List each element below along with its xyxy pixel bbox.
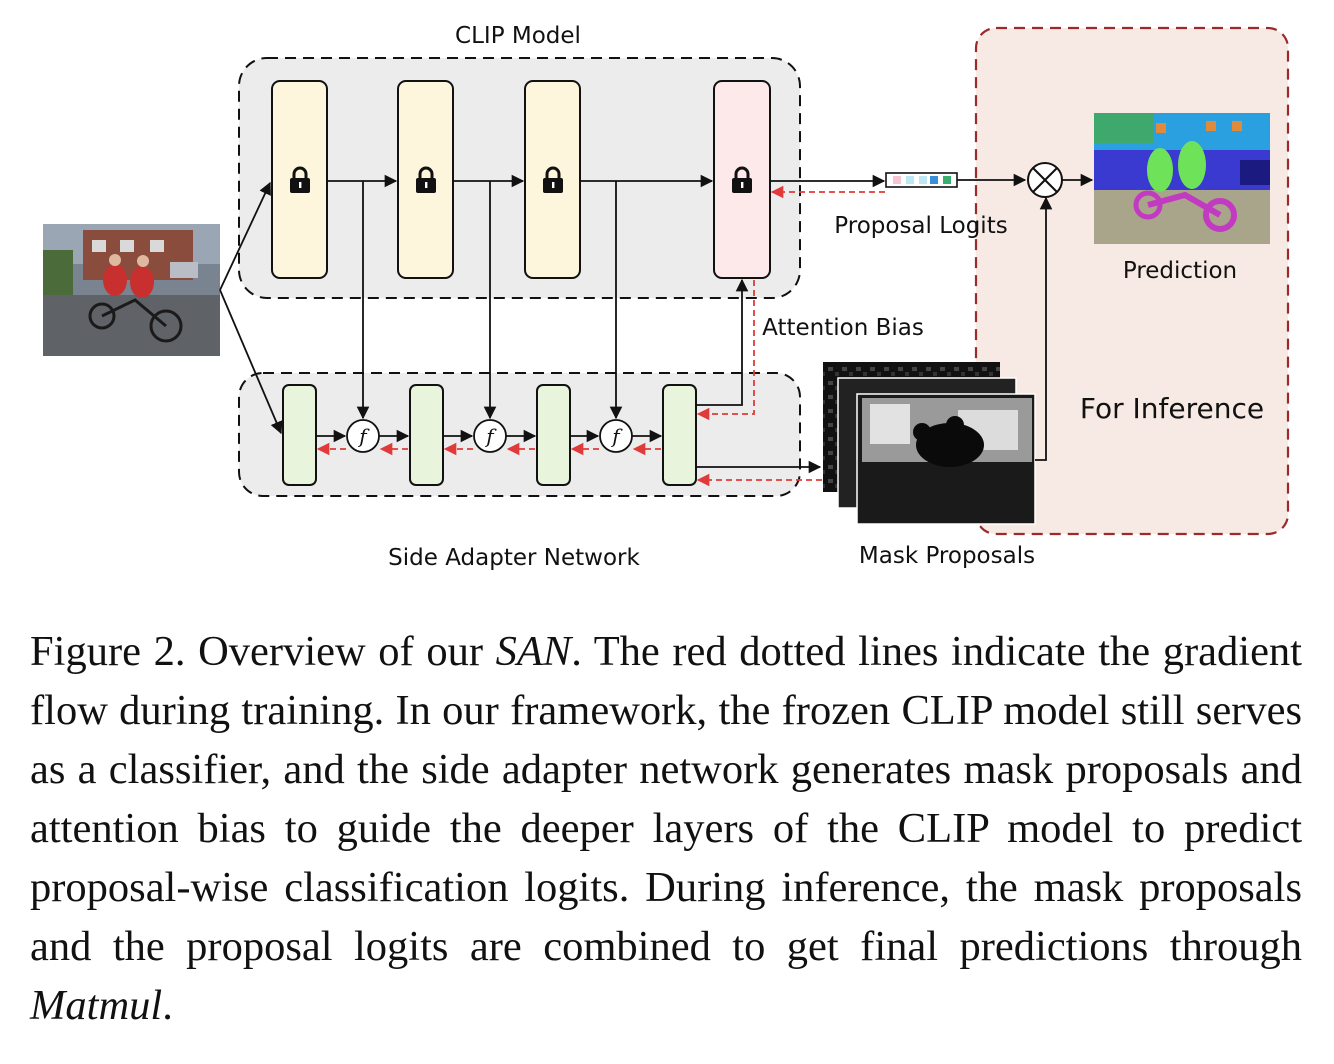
- prediction-image: Prediction: [1094, 113, 1270, 284]
- adapter-block-2: [409, 384, 444, 486]
- input-arrows: [219, 181, 283, 435]
- clip-model-label: CLIP Model: [455, 23, 581, 49]
- fusion-icon: f: [346, 419, 380, 453]
- attention-bias-label: Attention Bias: [762, 315, 924, 341]
- fusion-icon: f: [599, 419, 633, 453]
- operation-name: Matmul: [30, 982, 163, 1029]
- adapter-block-1: [282, 384, 317, 486]
- mask-proposals-label: Mask Proposals: [859, 543, 1035, 569]
- proposal-logits-label: Proposal Logits: [834, 213, 1007, 239]
- mask-to-matmul-arrow: [1035, 196, 1053, 461]
- adapter-block-4: [662, 384, 697, 486]
- clip-model-module: CLIP Model: [238, 23, 801, 299]
- figure-caption: Figure 2. Overview of our SAN. The red d…: [30, 622, 1302, 1035]
- for-inference-label: For Inference: [1080, 392, 1264, 425]
- clip-feature-arrows: [356, 181, 749, 420]
- matmul-icon: [1027, 162, 1063, 198]
- mask-proposals: Mask Proposals: [823, 362, 1036, 569]
- fusion-icon: f: [473, 419, 507, 453]
- adapter-block-3: [536, 384, 571, 486]
- proposal-logits-vector: Proposal Logits: [770, 172, 1027, 239]
- caption-end: .: [162, 982, 173, 1029]
- side-adapter-module: Side Adapter Network f f f: [238, 372, 801, 571]
- method-name: SAN: [495, 628, 572, 675]
- side-adapter-label: Side Adapter Network: [388, 545, 640, 571]
- caption-text: . The red dotted lines indicate the grad…: [30, 628, 1302, 970]
- gradient-flow-paths: [696, 185, 885, 487]
- caption-text: Overview of our: [198, 628, 483, 675]
- prediction-label: Prediction: [1123, 258, 1237, 284]
- input-image: [43, 224, 220, 356]
- san-overview-diagram: For Inference CLIP Model Side Adapter Ne…: [43, 23, 1290, 571]
- figure-number: Figure 2.: [30, 628, 186, 675]
